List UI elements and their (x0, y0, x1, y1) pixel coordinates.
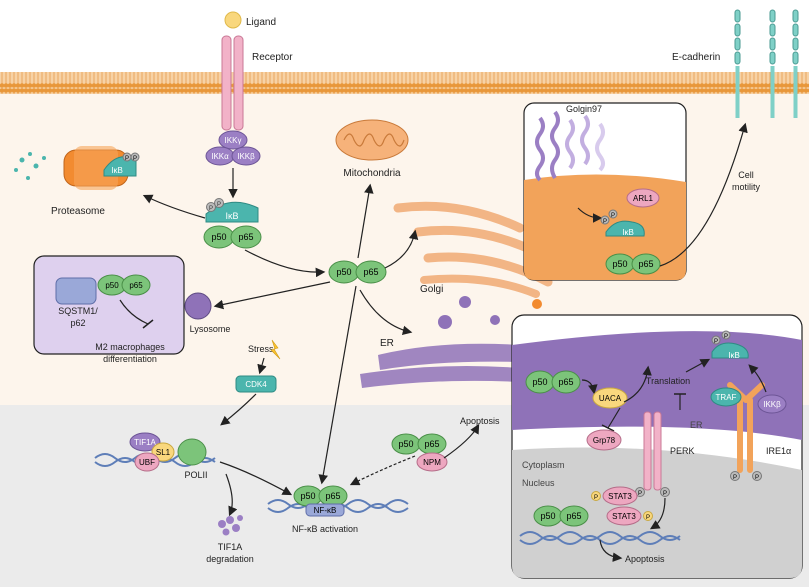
svg-text:CDK4: CDK4 (245, 380, 267, 389)
svg-text:P: P (714, 339, 718, 345)
svg-text:p65: p65 (363, 267, 378, 277)
svg-text:SL1: SL1 (156, 448, 171, 457)
p50-p65-center: p50 p65 (328, 260, 387, 284)
svg-text:p65: p65 (238, 232, 253, 242)
npm-complex: p50 p65 NPM (391, 433, 448, 472)
svg-text:P: P (663, 491, 667, 497)
svg-text:Translation: Translation (646, 376, 690, 386)
svg-text:P: P (594, 495, 598, 501)
svg-text:IκB: IκB (622, 228, 634, 237)
svg-text:differentiation: differentiation (103, 354, 157, 364)
svg-text:ARL1: ARL1 (633, 194, 654, 203)
golgin97-inset: Golgin97 ARL1 IκB P P p50 p65 (523, 102, 687, 281)
svg-text:TIF1A: TIF1A (218, 542, 243, 552)
nfkb-activation: p50 p65 NF-κB NF-κB activation (267, 485, 409, 534)
plasma-membrane (0, 72, 809, 94)
svg-text:p65: p65 (424, 439, 439, 449)
svg-text:TRAF: TRAF (716, 393, 737, 402)
svg-text:IκB: IκB (111, 166, 123, 175)
svg-text:p50: p50 (336, 267, 351, 277)
svg-text:p50: p50 (300, 491, 315, 501)
lysosome: Lysosome (184, 292, 231, 334)
svg-text:TIF1A: TIF1A (134, 438, 156, 447)
svg-text:p50: p50 (211, 232, 226, 242)
e-cadherin: E-cadherin (672, 9, 799, 118)
svg-text:Proteasome: Proteasome (51, 206, 105, 217)
svg-text:IKKβ: IKKβ (763, 400, 781, 409)
svg-text:P: P (603, 219, 607, 225)
svg-text:P: P (638, 491, 642, 497)
stress-signal: Stress (248, 339, 281, 360)
proteasome: IκB P P Proteasome (14, 146, 140, 217)
svg-text:P: P (755, 475, 759, 481)
svg-text:p50: p50 (105, 281, 119, 290)
svg-text:NPM: NPM (423, 458, 441, 467)
svg-text:STAT3: STAT3 (612, 512, 636, 521)
svg-text:POLII: POLII (184, 470, 207, 480)
ikb-nfkb-complex: IκB P P p50 p65 (203, 198, 262, 249)
er-stress-inset: Cytoplasm Nucleus ER p50 p65 UACA Grp78 … (511, 314, 803, 579)
svg-text:P: P (133, 156, 137, 162)
svg-text:P: P (209, 206, 213, 212)
svg-text:Apoptosis: Apoptosis (460, 416, 500, 426)
svg-text:Ligand: Ligand (246, 17, 276, 28)
svg-text:Lysosome: Lysosome (190, 324, 231, 334)
svg-text:motility: motility (732, 182, 761, 192)
endoplasmic-reticulum: ER (360, 296, 520, 388)
svg-text:P: P (724, 334, 728, 340)
svg-text:P: P (217, 202, 221, 208)
tif1a-complex: TIF1A SL1 UBF POLII (94, 432, 216, 480)
svg-text:IRE1α: IRE1α (766, 446, 791, 456)
svg-text:degradation: degradation (206, 554, 254, 564)
svg-text:Mitochondria: Mitochondria (343, 168, 401, 179)
svg-text:ER: ER (690, 420, 703, 430)
svg-text:Stress: Stress (248, 344, 274, 354)
svg-text:IKKα: IKKα (211, 152, 229, 161)
svg-text:Grp78: Grp78 (593, 436, 616, 445)
svg-text:Nucleus: Nucleus (522, 478, 555, 488)
svg-text:SQSTM1/: SQSTM1/ (58, 306, 98, 316)
mitochondria: Mitochondria (335, 119, 409, 179)
svg-text:P: P (646, 515, 650, 521)
ligand: Ligand (224, 11, 276, 29)
svg-text:Apoptosis: Apoptosis (625, 554, 665, 564)
cdk4: CDK4 (235, 375, 277, 393)
svg-text:p50: p50 (612, 259, 627, 269)
svg-text:p65: p65 (558, 377, 573, 387)
svg-text:IκB: IκB (728, 351, 740, 360)
svg-text:P: P (733, 475, 737, 481)
svg-text:PERK: PERK (670, 446, 695, 456)
svg-text:ER: ER (380, 338, 394, 349)
svg-text:IκB: IκB (225, 211, 238, 221)
svg-text:NF-κB: NF-κB (314, 506, 337, 515)
svg-text:UACA: UACA (599, 394, 622, 403)
svg-text:Receptor: Receptor (252, 52, 293, 63)
svg-text:UBF: UBF (139, 458, 155, 467)
svg-text:p65: p65 (638, 259, 653, 269)
svg-text:NF-κB activation: NF-κB activation (292, 524, 358, 534)
svg-text:p50: p50 (398, 439, 413, 449)
svg-text:P: P (125, 156, 129, 162)
svg-text:Cell: Cell (738, 170, 754, 180)
svg-text:p50: p50 (540, 511, 555, 521)
ikk-complex: IKKγ IKKα IKKβ (205, 130, 261, 166)
svg-text:M2 macrophages: M2 macrophages (95, 342, 165, 352)
svg-text:IKKβ: IKKβ (237, 152, 255, 161)
svg-text:p62: p62 (70, 318, 85, 328)
svg-text:p50: p50 (532, 377, 547, 387)
svg-text:Golgi: Golgi (420, 284, 443, 295)
svg-text:IKKγ: IKKγ (225, 136, 242, 145)
tif1a-degradation: TIF1A degradation (206, 515, 254, 564)
svg-text:p65: p65 (566, 511, 581, 521)
svg-text:Golgin97: Golgin97 (566, 104, 602, 114)
svg-text:Cytoplasm: Cytoplasm (522, 460, 565, 470)
svg-text:P: P (611, 213, 615, 219)
svg-text:STAT3: STAT3 (608, 492, 632, 501)
svg-text:p65: p65 (325, 491, 340, 501)
sqstm1-inset: p50 p65 SQSTM1/ p62 (33, 255, 185, 355)
receptor: Receptor (221, 35, 293, 131)
svg-text:E-cadherin: E-cadherin (672, 52, 720, 63)
svg-text:p65: p65 (129, 281, 143, 290)
